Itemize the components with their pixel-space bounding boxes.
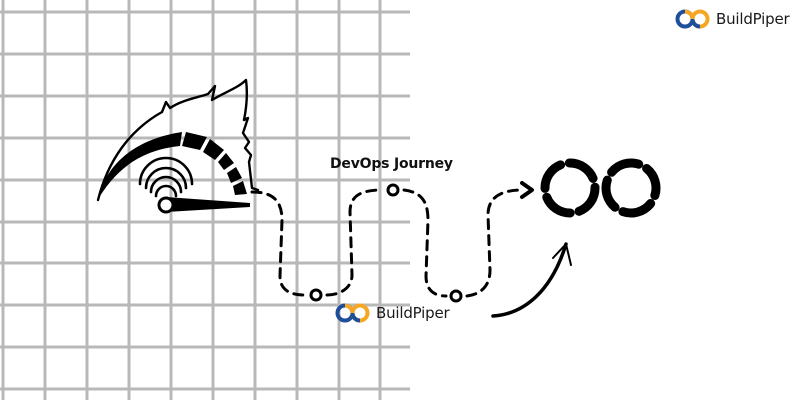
infinity-icon	[540, 158, 661, 218]
dashed-journey-path	[250, 188, 524, 298]
gauge-arc-main	[97, 132, 182, 201]
gauge-with-flame-icon	[96, 78, 260, 214]
diagram-title: DevOps Journey	[330, 156, 453, 172]
milestone-3	[449, 289, 463, 303]
milestone-2	[386, 183, 400, 197]
brand-name: BuildPiper	[716, 10, 790, 28]
journey-milestones	[309, 183, 463, 303]
milestone-1	[309, 288, 323, 302]
infinity-logo-icon	[335, 303, 370, 323]
infinity-logo-icon	[675, 9, 710, 29]
gauge-arc-segments	[182, 132, 247, 195]
brand-logo-middle: BuildPiper	[335, 303, 450, 323]
gauge-needle-hub	[157, 196, 175, 214]
path-arrowhead-icon	[520, 181, 534, 199]
gauge-needle	[166, 197, 250, 212]
flame-outline-icon	[96, 78, 260, 202]
curved-arrow-icon	[491, 242, 572, 318]
brand-name: BuildPiper	[376, 304, 450, 322]
signal-waves-icon	[138, 156, 194, 198]
brand-logo-top: BuildPiper	[675, 9, 790, 29]
